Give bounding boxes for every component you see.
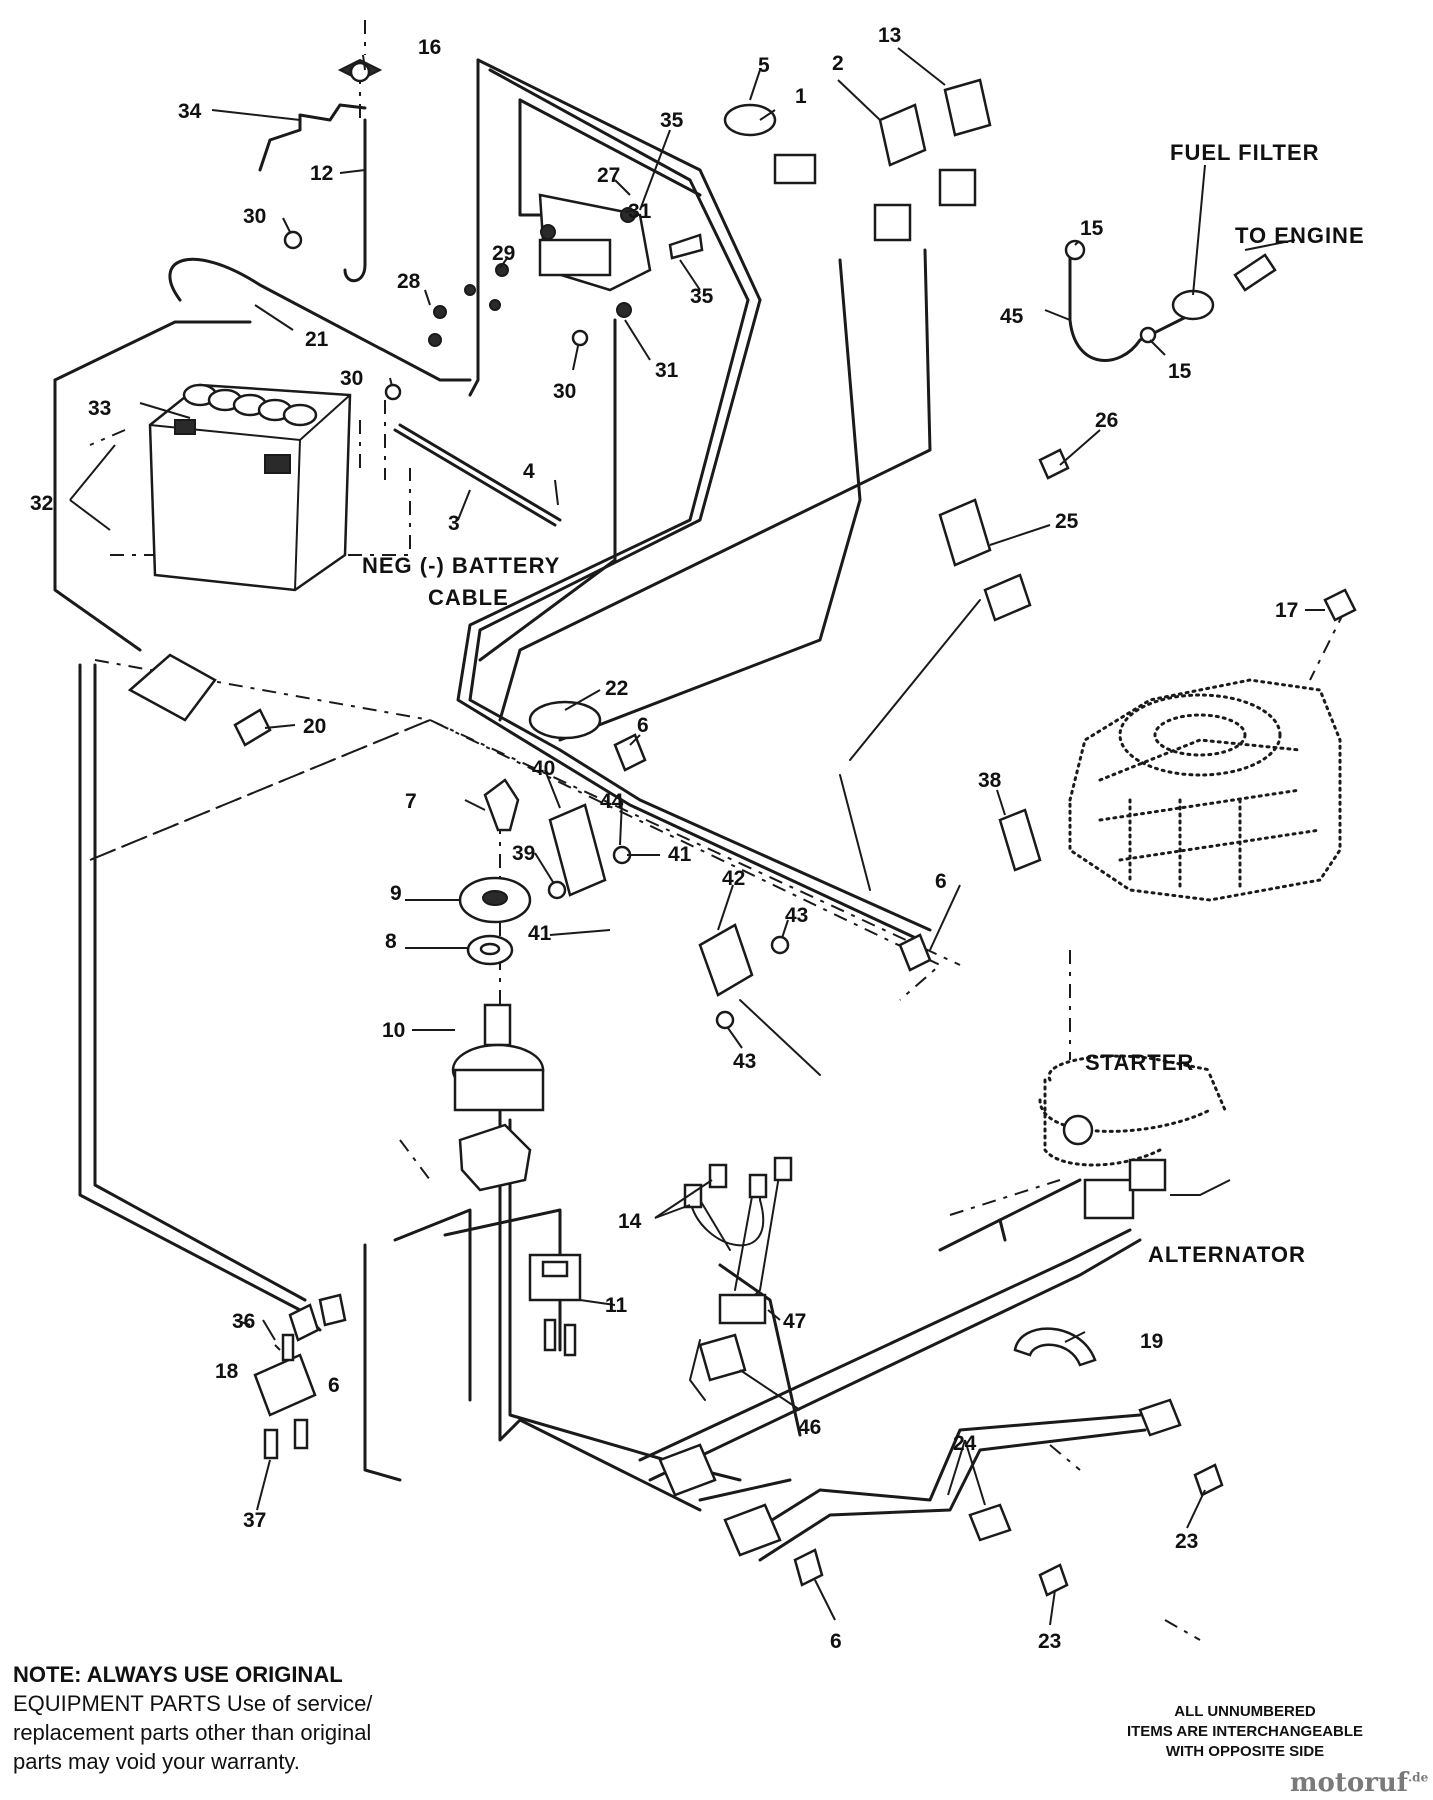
callout-36: 36 xyxy=(232,1310,255,1333)
watermark-text: motoruf xyxy=(1290,1768,1408,1798)
callout-31a: 31 xyxy=(628,200,652,223)
callout-35b: 35 xyxy=(690,285,714,308)
callout-29: 29 xyxy=(492,242,515,265)
callout-6b: 6 xyxy=(935,870,947,893)
callout-leaders xyxy=(69,47,1325,1626)
callout-33: 33 xyxy=(88,397,111,420)
callout-16: 16 xyxy=(418,36,441,59)
callout-38: 38 xyxy=(978,769,1002,792)
warranty-note: NOTE: ALWAYS USE ORIGINAL EQUIPMENT PART… xyxy=(13,1660,453,1776)
note-line-4: parts may void your warranty. xyxy=(13,1749,300,1774)
callout-31b: 31 xyxy=(655,359,679,382)
callout-26: 26 xyxy=(1095,409,1118,432)
callout-40: 40 xyxy=(532,757,555,780)
callout-3: 3 xyxy=(448,512,460,535)
callout-34: 34 xyxy=(178,100,202,123)
callout-22: 22 xyxy=(605,677,628,700)
callout-25: 25 xyxy=(1055,510,1079,533)
part-callouts: 1 2 3 4 5 6 6 6 6 7 8 9 10 11 12 13 14 1… xyxy=(30,24,1298,1653)
main-harness-wires xyxy=(53,58,1147,1562)
callout-42: 42 xyxy=(722,867,745,890)
callout-27: 27 xyxy=(597,164,620,187)
callout-15a: 15 xyxy=(1080,217,1104,240)
callout-32: 32 xyxy=(30,492,53,515)
callout-13: 13 xyxy=(878,24,901,47)
callout-47: 47 xyxy=(783,1310,806,1333)
callout-28: 28 xyxy=(397,270,421,293)
fuel-filter-label: FUEL FILTER xyxy=(1170,140,1320,165)
note-line-1: NOTE: ALWAYS USE ORIGINAL xyxy=(13,1660,453,1689)
footnote-line-1: ALL UNNUMBERED xyxy=(1174,1703,1316,1720)
callout-30c: 30 xyxy=(553,380,576,403)
watermark-logo: motoruf.de xyxy=(1290,1768,1428,1798)
callout-8: 8 xyxy=(385,930,397,953)
callout-14: 14 xyxy=(618,1210,642,1233)
footnote-line-2: ITEMS ARE INTERCHANGEABLE xyxy=(1126,1723,1364,1740)
callout-6a: 6 xyxy=(637,714,649,737)
callout-44: 44 xyxy=(600,790,624,813)
callout-20: 20 xyxy=(303,715,326,738)
callout-10: 10 xyxy=(382,1019,405,1042)
callout-6d: 6 xyxy=(830,1630,842,1653)
callout-15b: 15 xyxy=(1168,360,1192,383)
callout-46: 46 xyxy=(798,1416,821,1439)
callout-19: 19 xyxy=(1140,1330,1163,1353)
callout-7: 7 xyxy=(405,790,417,813)
callout-41a: 41 xyxy=(668,843,692,866)
note-heading: NOTE: xyxy=(13,1662,82,1687)
neg-battery-cable-label-line1: NEG (-) BATTERY xyxy=(362,553,560,578)
note-line-3: replacement parts other than original xyxy=(13,1720,372,1745)
callout-24: 24 xyxy=(953,1432,977,1455)
callout-43a: 43 xyxy=(785,904,808,927)
callout-5: 5 xyxy=(758,54,770,77)
callout-23b: 23 xyxy=(1038,1630,1061,1653)
callout-6c: 6 xyxy=(328,1374,340,1397)
callout-9: 9 xyxy=(390,882,402,905)
engine-outline xyxy=(1068,678,1342,902)
callout-1: 1 xyxy=(795,85,807,108)
callout-39: 39 xyxy=(512,842,535,865)
callout-11: 11 xyxy=(605,1294,628,1317)
neg-battery-cable-label-line2: CABLE xyxy=(428,585,509,610)
note-line-1-text: ALWAYS USE ORIGINAL xyxy=(81,1662,343,1687)
callout-2: 2 xyxy=(832,52,844,75)
footnote-line-3: WITH OPPOSITE SIDE xyxy=(1165,1743,1325,1760)
alternator-label: ALTERNATOR xyxy=(1148,1242,1306,1267)
callout-12: 12 xyxy=(310,162,333,185)
interchangeable-footnote: ALL UNNUMBERED ITEMS ARE INTERCHANGEABLE… xyxy=(1080,1702,1410,1762)
callout-30a: 30 xyxy=(243,205,266,228)
to-engine-label: TO ENGINE xyxy=(1235,223,1365,248)
callout-23a: 23 xyxy=(1175,1530,1198,1553)
callout-43b: 43 xyxy=(733,1050,756,1073)
callout-30b: 30 xyxy=(340,367,363,390)
starter-label: STARTER xyxy=(1085,1050,1194,1075)
components xyxy=(127,58,1357,1597)
battery xyxy=(148,383,352,592)
callout-41b: 41 xyxy=(528,922,552,945)
callout-37: 37 xyxy=(243,1509,266,1532)
callout-21: 21 xyxy=(305,328,329,351)
starter-outline xyxy=(1038,1054,1227,1167)
callout-35a: 35 xyxy=(660,109,684,132)
callout-18: 18 xyxy=(215,1360,239,1383)
note-line-2: EQUIPMENT PARTS Use of service/ xyxy=(13,1691,373,1716)
callout-17: 17 xyxy=(1275,599,1298,622)
assembly-lines xyxy=(89,20,1346,1641)
callout-45: 45 xyxy=(1000,305,1024,328)
watermark-tld: .de xyxy=(1408,1770,1429,1785)
callout-4: 4 xyxy=(523,460,535,483)
